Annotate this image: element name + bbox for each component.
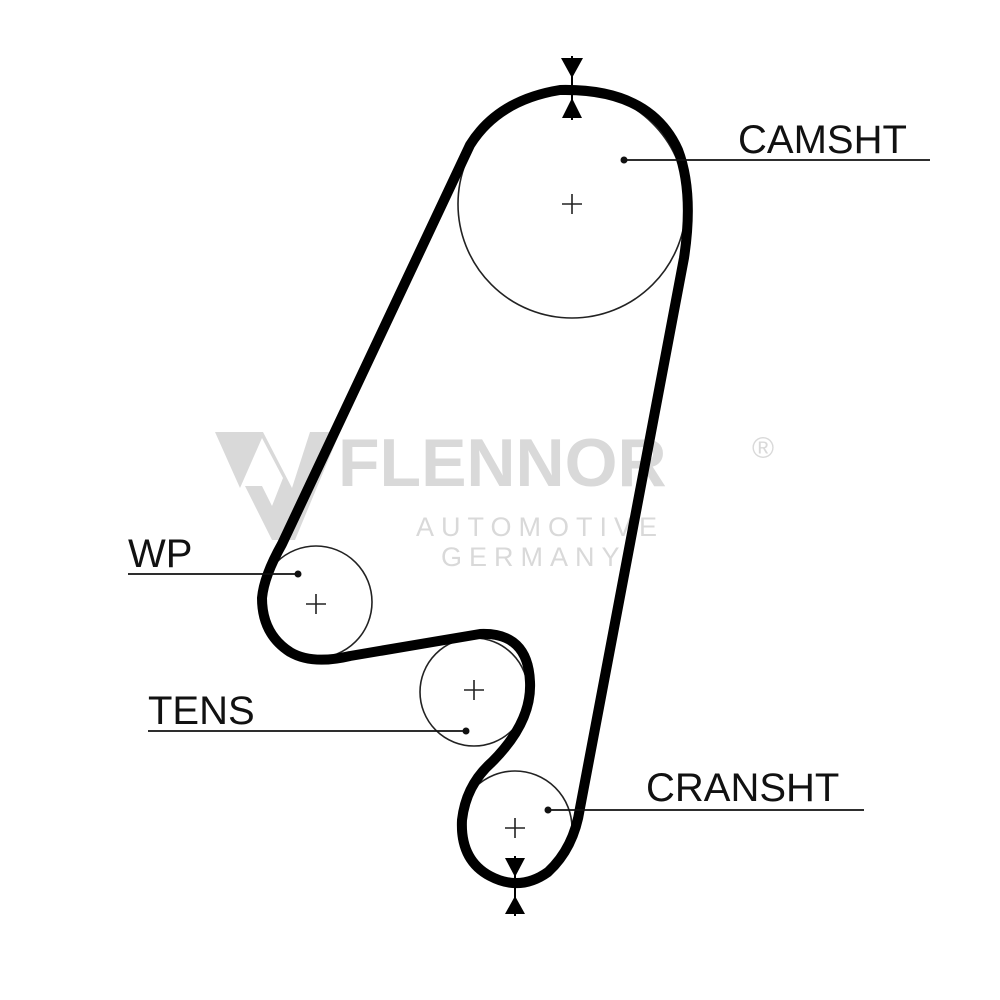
camshaft-center-mark xyxy=(562,194,582,214)
tensioner-center-mark xyxy=(464,680,484,700)
tensioner-leader xyxy=(148,727,470,735)
crankshaft-label: CRANSHT xyxy=(646,766,839,810)
tensioner-label: TENS xyxy=(148,689,255,733)
camshaft-label: CAMSHT xyxy=(738,118,907,162)
water-pump-leader xyxy=(128,570,302,578)
water-pump-center-mark xyxy=(306,594,326,614)
watermark-brand: FLENNOR xyxy=(338,425,667,501)
crankshaft-leader xyxy=(544,806,864,814)
water-pump-label: WP xyxy=(128,532,192,576)
watermark-registered: ® xyxy=(752,432,774,465)
timing-belt xyxy=(257,84,693,889)
camshaft-leader xyxy=(620,156,930,164)
watermark-line1: AUTOMOTIVE xyxy=(416,512,664,542)
flennor-watermark: FLENNOR ® AUTOMOTIVE GERMANY xyxy=(215,425,774,572)
watermark-line2: GERMANY xyxy=(441,542,627,572)
flennor-logo-mark xyxy=(215,432,340,540)
crankshaft-center-mark xyxy=(505,818,525,838)
